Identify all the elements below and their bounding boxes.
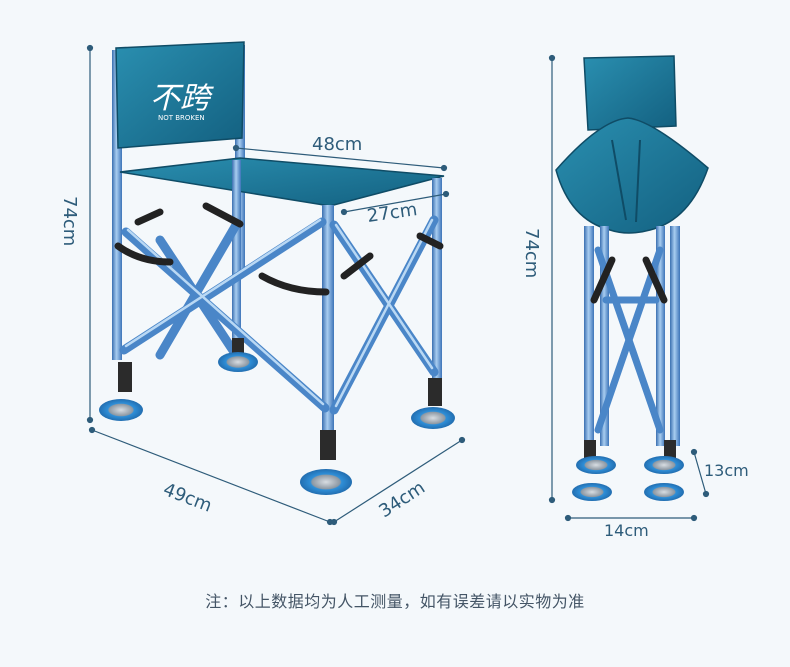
- folded-height-label: 74cm: [521, 228, 542, 278]
- folded-backrest: [583, 55, 677, 131]
- folded-depth-label: 13cm: [704, 461, 749, 480]
- logo-mark: 不跨: [150, 81, 214, 116]
- front-post-left: [322, 205, 334, 440]
- folded-chair: 74cm 14cm 13cm: [521, 54, 749, 540]
- measurement-note: 注：以上数据均为人工测量，如有误差请以实物为准: [205, 592, 585, 611]
- open-chair: 不跨 NOT BROKEN: [59, 41, 466, 526]
- folded-legs: [584, 226, 680, 446]
- folded-width-label: 14cm: [604, 521, 649, 540]
- folded-feet: [572, 440, 684, 501]
- rear-post-right: [232, 160, 241, 360]
- seat-depth-label: 27cm: [366, 199, 419, 227]
- seat-width-label: 48cm: [312, 134, 362, 155]
- back-post-left: [112, 50, 122, 360]
- cross-braces: [119, 215, 439, 415]
- folded-seat: [555, 117, 709, 234]
- base-depth-label: 34cm: [375, 477, 429, 522]
- height-label: 74cm: [59, 196, 80, 246]
- front-post-right: [432, 178, 442, 388]
- logo-subtext: NOT BROKEN: [158, 114, 205, 122]
- dimension-lines: [86, 44, 466, 526]
- feet: [99, 338, 455, 495]
- seat: [119, 157, 445, 207]
- base-width-label: 49cm: [160, 479, 215, 517]
- backrest: [115, 41, 245, 149]
- side-handles: [114, 202, 444, 296]
